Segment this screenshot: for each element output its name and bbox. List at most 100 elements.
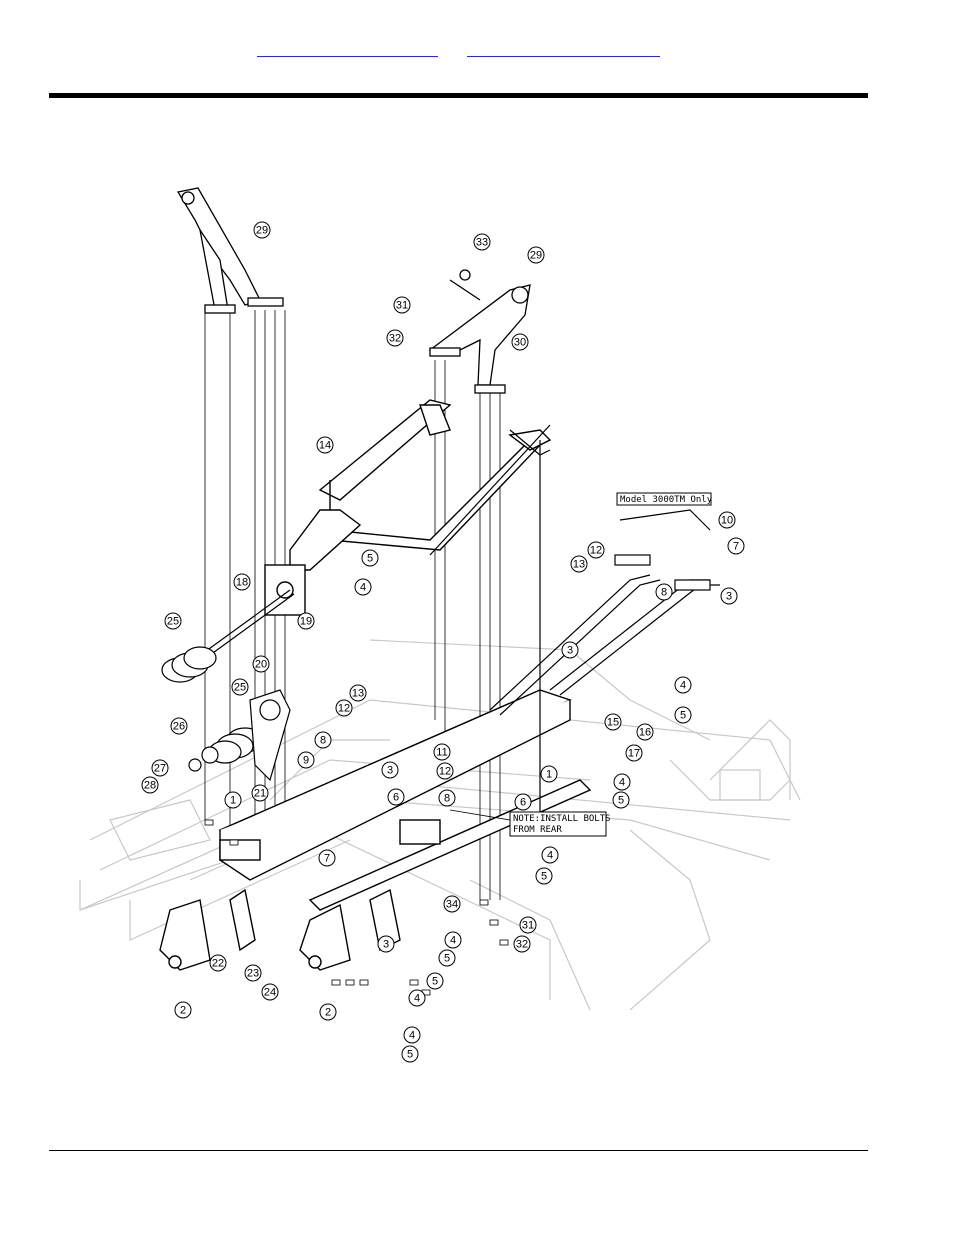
callout-7: 7: [319, 850, 335, 866]
callout-4: 4: [404, 1027, 420, 1043]
callout-16: 16: [637, 724, 653, 740]
callout-label: 13: [573, 559, 585, 571]
callout-13: 13: [571, 556, 587, 572]
callout-label: 7: [733, 541, 739, 553]
callout-label: 31: [396, 300, 408, 312]
callout-label: 12: [338, 703, 350, 715]
callout-12: 12: [588, 542, 604, 558]
callout-label: 25: [167, 616, 179, 628]
callout-8: 8: [656, 584, 672, 600]
callout-11: 11: [434, 744, 450, 760]
callout-label: 6: [520, 797, 526, 809]
callout-19: 19: [298, 613, 314, 629]
callout-label: 7: [324, 853, 330, 865]
callout-2: 2: [175, 1002, 191, 1018]
callout-label: 3: [567, 645, 573, 657]
callout-label: 1: [546, 769, 552, 781]
main-frame-14: [265, 400, 550, 615]
callout-label: 9: [303, 755, 309, 767]
callout-13: 13: [350, 685, 366, 701]
callout-1: 1: [225, 792, 241, 808]
callout-label: 12: [439, 766, 451, 778]
callout-label: 5: [680, 710, 686, 722]
callout-31: 31: [520, 917, 536, 933]
callout-label: 1: [230, 795, 236, 807]
callout-23: 23: [245, 965, 261, 981]
callout-10: 10: [719, 512, 735, 528]
callout-label: 33: [476, 237, 488, 249]
callout-label: 17: [628, 748, 640, 760]
callout-18: 18: [234, 574, 250, 590]
callout-5: 5: [362, 550, 378, 566]
callout-label: 11: [436, 747, 447, 759]
top-rule: [49, 93, 868, 98]
callout-3: 3: [382, 762, 398, 778]
callout-label: 29: [530, 250, 542, 262]
header-link-1[interactable]: [257, 44, 438, 57]
callout-label: 5: [407, 1049, 413, 1061]
spring-shaft-25: [162, 590, 294, 780]
callout-label: 3: [387, 765, 393, 777]
callout-label: 4: [547, 850, 553, 862]
callout-33: 33: [474, 234, 490, 250]
callout-1: 1: [541, 766, 557, 782]
callout-label: 16: [639, 727, 651, 739]
callout-32: 32: [514, 936, 530, 952]
note-install-bolts-line1: NOTE:INSTALL BOLTS: [513, 814, 611, 824]
callout-label: 24: [264, 987, 276, 999]
callout-label: 4: [680, 680, 686, 692]
callout-5: 5: [675, 707, 691, 723]
callout-12: 12: [437, 763, 453, 779]
callout-label: 2: [180, 1005, 186, 1017]
callout-label: 8: [320, 735, 326, 747]
callout-label: 4: [409, 1030, 415, 1042]
callout-26: 26: [171, 718, 187, 734]
callout-31: 31: [394, 297, 410, 313]
callout-25: 25: [165, 613, 181, 629]
callout-5: 5: [536, 868, 552, 884]
callout-label: 10: [721, 515, 733, 527]
callout-label: 34: [446, 899, 458, 911]
callout-3: 3: [721, 588, 737, 604]
callout-30: 30: [512, 334, 528, 350]
callout-2: 2: [320, 1004, 336, 1020]
callout-29: 29: [254, 222, 270, 238]
callout-label: 23: [247, 968, 259, 980]
callout-29: 29: [528, 247, 544, 263]
callout-12: 12: [336, 700, 352, 716]
callout-label: 2: [325, 1007, 331, 1019]
callout-label: 12: [590, 545, 602, 557]
callout-5: 5: [613, 792, 629, 808]
callout-3: 3: [562, 642, 578, 658]
callout-4: 4: [675, 677, 691, 693]
callout-label: 8: [444, 793, 450, 805]
callout-label: 5: [541, 871, 547, 883]
callout-24: 24: [262, 984, 278, 1000]
header-link-2[interactable]: [467, 44, 660, 57]
callout-4: 4: [409, 990, 425, 1006]
callout-label: 15: [607, 717, 619, 729]
callout-label: 6: [393, 792, 399, 804]
callout-label: 28: [144, 780, 156, 792]
callout-label: 5: [618, 795, 624, 807]
callout-label: 14: [319, 440, 331, 452]
callout-7: 7: [728, 538, 744, 554]
callout-5: 5: [439, 950, 455, 966]
callout-label: 21: [254, 788, 266, 800]
callout-label: 26: [173, 721, 185, 733]
callout-27: 27: [152, 760, 168, 776]
callout-6: 6: [388, 789, 404, 805]
callout-15: 15: [605, 714, 621, 730]
callout-label: 5: [367, 553, 373, 565]
callout-label: 3: [726, 591, 732, 603]
callout-label: 5: [444, 953, 450, 965]
callout-label: 4: [450, 935, 456, 947]
callout-label: 3: [383, 939, 389, 951]
callout-17: 17: [626, 745, 642, 761]
callout-32: 32: [387, 330, 403, 346]
callout-34: 34: [444, 896, 460, 912]
callout-20: 20: [253, 656, 269, 672]
callout-9: 9: [298, 752, 314, 768]
callout-4: 4: [542, 847, 558, 863]
callout-label: 31: [522, 920, 534, 932]
